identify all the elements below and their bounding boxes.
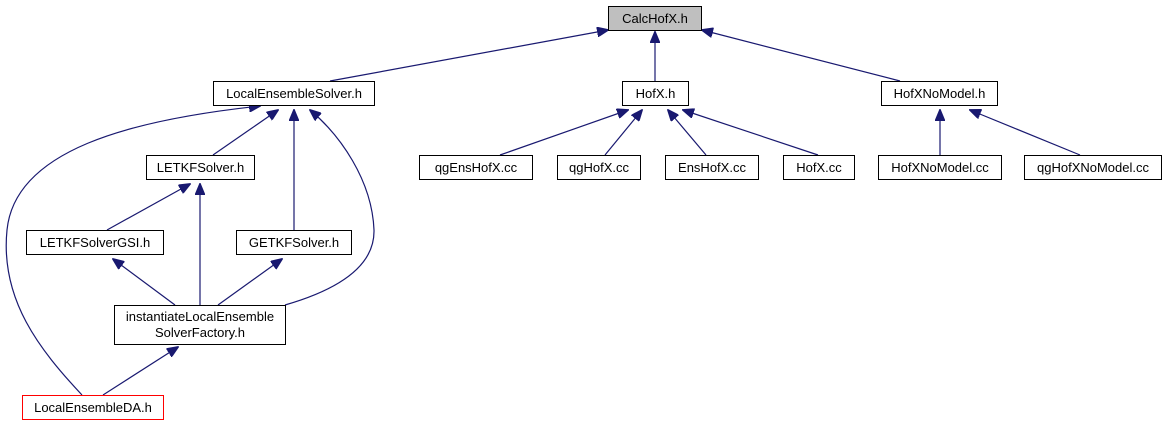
node-calchofx-h: CalcHofX.h [608,6,702,31]
edge-localensemblesolver-to-calchofx [329,30,608,82]
node-instantiate-line-1: instantiateLocalEnsemble [125,309,275,324]
edge-instantiate-to-localensemblesolver [284,110,375,306]
node-getkfsolver-h[interactable]: GETKFSolver.h [236,230,352,255]
edge-hofx-cc-to-hofx-h [683,110,819,156]
edge-instantiate-to-getkfsolver [217,259,282,306]
edge-qghofxnomodel-to-hofxnomodel-h [970,110,1081,156]
edge-letkfsolver-to-localensemblesolver [212,110,278,156]
edge-letkfsolvergsi-to-letkfsolver [106,184,190,231]
edge-instantiate-to-letkfsolvergsi [113,259,176,306]
node-qghofx-cc[interactable]: qgHofX.cc [557,155,641,180]
node-letkfsolver-h[interactable]: LETKFSolver.h [146,155,255,180]
edge-qghofx-to-hofx-h [604,110,642,156]
node-enshofx-cc[interactable]: EnsHofX.cc [665,155,759,180]
edge-enshofx-to-hofx-h [668,110,707,156]
edge-localensembleda-to-localensemblesolver [5,106,260,396]
node-hofxnomodel-h[interactable]: HofXNoModel.h [881,81,998,106]
node-qgenshofx-cc[interactable]: qgEnsHofX.cc [419,155,533,180]
node-instantiate-line-2: SolverFactory.h [154,325,246,340]
node-hofx-cc[interactable]: HofX.cc [783,155,855,180]
node-letkfsolvergsi-h[interactable]: LETKFSolverGSI.h [26,230,164,255]
node-hofx-h[interactable]: HofX.h [622,81,689,106]
edge-qgenshofx-to-hofx-h [499,110,628,156]
node-localensemblesolver-h[interactable]: LocalEnsembleSolver.h [213,81,375,106]
node-instantiatelocalensemblesolverfactory-h[interactable]: instantiateLocalEnsemble SolverFactory.h [114,305,286,345]
node-qghofxnomodel-cc[interactable]: qgHofXNoModel.cc [1024,155,1162,180]
edge-localensembleda-to-instantiate [102,347,178,396]
node-localensembleda-h[interactable]: LocalEnsembleDA.h [22,395,164,420]
edge-hofxnomodel-h-to-calchofx [702,30,901,82]
node-hofxnomodel-cc[interactable]: HofXNoModel.cc [878,155,1002,180]
